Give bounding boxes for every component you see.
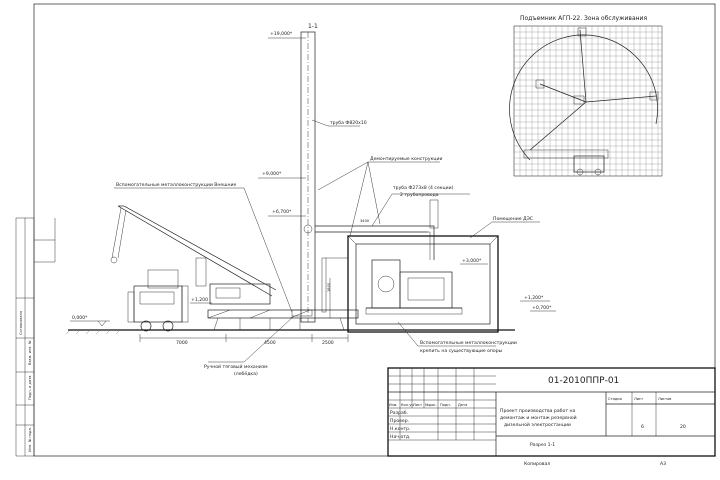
callout-aux-metal-fix: Вспомогательные металлоконструкции крепи… — [397, 321, 517, 354]
callout-pipe-273: труба Ф273х8 (4 секции) 2 трубопровода — [371, 185, 470, 227]
doc-code: 01-2010ППР-01 — [548, 376, 619, 386]
svg-text:Нач.отд.: Нач.отд. — [390, 434, 411, 440]
dim-7000: 7000 — [176, 340, 188, 346]
stamp-vert-4: Инв. № подл. — [28, 427, 32, 452]
svg-text:Листов: Листов — [658, 397, 671, 401]
svg-text:+6,700*: +6,700* — [272, 209, 292, 215]
temp-supports — [291, 257, 348, 318]
svg-text:+9,000*: +9,000* — [262, 171, 282, 177]
dimension-line: 7000 4500 2500 1800 3400 — [139, 219, 370, 346]
svg-text:Провер.: Провер. — [390, 418, 409, 424]
svg-text:0,000*: 0,000* — [72, 315, 88, 321]
svg-text:труба Ф820х10: труба Ф820х10 — [330, 120, 367, 126]
copied-label: Копировал — [524, 461, 550, 467]
svg-text:Кол.уч: Кол.уч — [401, 403, 413, 407]
inset-title: Подъемник АГП-22. Зона обслуживания — [520, 15, 647, 22]
svg-text:Стадия: Стадия — [608, 397, 622, 401]
svg-text:(лебёдка): (лебёдка) — [234, 371, 258, 377]
sheet-name: Разрез 1-1 — [530, 442, 555, 448]
callout-winch: Ручной тяговый механизм (лебёдка) — [204, 315, 295, 377]
svg-text:Дата: Дата — [458, 403, 467, 407]
level-mark-0: 0,000* — [70, 315, 110, 327]
support-structure — [207, 309, 359, 331]
svg-text:крепить на существующие опоры: крепить на существующие опоры — [420, 349, 503, 354]
ges-building — [347, 235, 499, 333]
truck-crane — [110, 205, 277, 332]
callout-des-room: Помещение ДЭС — [469, 216, 540, 239]
svg-text:+0,700*: +0,700* — [532, 305, 552, 311]
svg-text:2 трубопровода: 2 трубопровода — [400, 192, 439, 198]
svg-text:Подп.: Подп. — [440, 403, 451, 407]
svg-text:труба Ф273х8 (4 секции): труба Ф273х8 (4 секции) — [393, 185, 454, 191]
callout-aux-metal-crane: Вспомогательные металлоконструкции Внешн… — [114, 182, 293, 313]
generator-unit — [365, 259, 463, 315]
level-mark-6700: +6,700* — [268, 209, 306, 217]
level-mark-3000: +3,000* — [460, 258, 488, 265]
stamp-vert-1: Согласовано — [19, 311, 23, 335]
svg-text:Вспомогательные металлоконстру: Вспомогательные металлоконструкции — [420, 340, 517, 346]
svg-text:Изм.: Изм. — [389, 403, 397, 407]
callout-pipe-820: труба Ф820х10 — [311, 119, 367, 127]
svg-text:Демонтируемые конструкции: Демонтируемые конструкции — [370, 156, 443, 162]
dim-2500: 2500 — [322, 340, 334, 346]
project-title-1: Проект производства работ на — [500, 408, 575, 414]
level-mark-19000: +19,000* — [268, 31, 306, 39]
project-title-2: демонтаж и монтаж резервной — [500, 414, 577, 421]
level-mark-1200-right: +1,200* — [520, 295, 550, 302]
dim-3400: 3400 — [360, 219, 370, 223]
svg-text:+19,000*: +19,000* — [270, 31, 293, 37]
exhaust-pipeline — [303, 199, 439, 260]
svg-text:Помещение ДЭС: Помещение ДЭС — [493, 216, 533, 222]
svg-text:Лист: Лист — [413, 403, 422, 407]
svg-text:Ручной тяговый механизм: Ручной тяговый механизм — [204, 363, 268, 370]
reach-zone-chart — [509, 25, 663, 177]
dim-4500: 4500 — [264, 340, 276, 346]
svg-text:№док.: №док. — [425, 403, 437, 407]
svg-text:+3,000*: +3,000* — [462, 258, 482, 264]
svg-text:Н.контр.: Н.контр. — [390, 426, 411, 432]
level-mark-0700: +0,700* — [530, 305, 556, 312]
level-mark-1200-left: +1,200 — [190, 297, 212, 304]
reach-boundary — [509, 34, 658, 161]
svg-text:+1,200*: +1,200* — [524, 295, 544, 301]
stamp-vert-2: Взам. инв. № — [28, 340, 32, 365]
svg-text:Лист: Лист — [634, 397, 643, 401]
level-mark-9000: +9,000* — [258, 171, 306, 179]
title-block: 01-2010ППР-01 Изм. Кол.уч Лист №док. Под… — [387, 367, 716, 467]
section-label: 1-1 — [308, 23, 318, 30]
svg-text:6: 6 — [641, 424, 644, 430]
sheet-frame — [33, 3, 716, 457]
project-title-3: дизельной электростанции — [504, 421, 571, 428]
svg-text:+1,200: +1,200 — [191, 297, 208, 303]
svg-text:Разраб.: Разраб. — [390, 410, 408, 416]
format-label: А3 — [660, 461, 666, 467]
stamp-vert-3: Подп. и дата — [28, 376, 32, 400]
svg-text:20: 20 — [680, 424, 686, 430]
svg-text:Вспомогательные металлоконстру: Вспомогательные металлоконструкции Внешн… — [116, 182, 236, 188]
chimney-pipe — [300, 31, 316, 323]
callout-demountable: Демонтируемые конструкции — [317, 156, 443, 237]
dim-1800: 1800 — [327, 282, 331, 292]
